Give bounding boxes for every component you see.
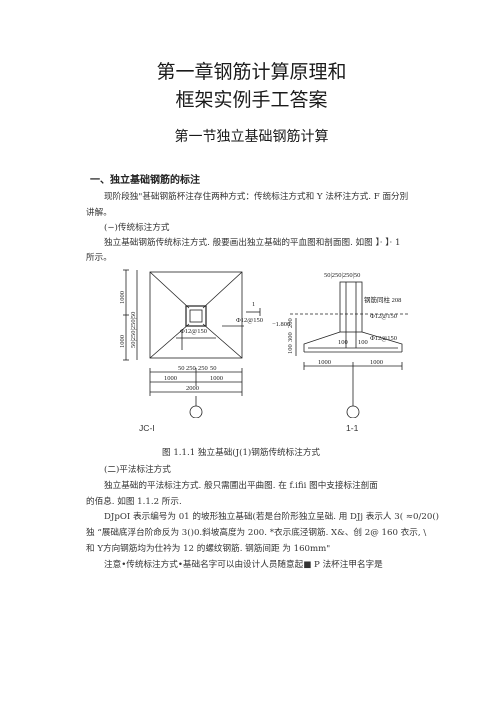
para2-line2: 所示。 (86, 253, 112, 263)
section-title: 第一节独立基础钢筋计算 (174, 129, 329, 145)
section-elevation: −1.800 (272, 321, 290, 328)
section-dim-left-3: 100 (287, 344, 294, 354)
plan-dim-1000-right: 1000 (210, 375, 223, 382)
para4-line1: DJpOI 表示编号为 01 的坡形独立基础(若是台阶形独立呈础. 用 DJj … (104, 512, 440, 522)
subheading-1: (−)传统标注方式 (104, 223, 170, 233)
para5: 注意•传统标注方式•基础名字可以由设计人员随意起■ P 法杯注甲名字是 (104, 560, 383, 570)
plan-rebar-label-center: Φ12@150 (180, 328, 207, 335)
section-annotations: 50|250|250|50 钢筋同柱 208 Φ12@150 Φ12@150 −… (272, 272, 401, 366)
figure-caption: 图 1.1.1 独立基础(J(1)钢筋传统标注方式 (162, 448, 321, 458)
section-rebar-label-1: Φ12@150 (370, 313, 397, 320)
subheading-2: (二)平法标注方式 (104, 465, 171, 475)
heading-1: 一、独立基础钢筋的标注 (90, 175, 200, 186)
plan-dim-inner-1: 50 (178, 365, 185, 372)
plan-dim-left-bottom: 1000 (119, 335, 126, 348)
plan-dim-left-top: 1000 (119, 291, 126, 304)
section-dim-top: 50|250|250|50 (324, 272, 360, 279)
section-column-label: 钢筋同柱 208 (364, 295, 401, 304)
para1-line2: 讲解。 (86, 208, 112, 218)
foundation-figure: 1 Φ12@150 Φ12@150 50 250 250 50 1000 100… (119, 269, 408, 418)
chapter-title-line1: 第一章钢筋计算原理和 (156, 61, 347, 83)
plan-view (123, 269, 261, 418)
para4-line2: 独 “展础底浮台阶命反为 3()0.斜坡高度为 200. *衣示底泾钢筋. X&… (86, 528, 427, 538)
chapter-title-line2: 框架实例手工答案 (175, 89, 328, 111)
section-view (290, 281, 408, 418)
para3-line2: 的佰息. 如图 1.1.2 所示. (86, 497, 182, 507)
para2-line1: 独立基础钢筋传统标注方式. 般要画出独立基础的平血图和剖面图. 如图 】· 】·… (104, 238, 401, 248)
para3-line1: 独立基础的平法标注方式. 般只需圃出平曲图. 在 f.ifii 图中支接标注剖面 (104, 481, 378, 491)
plan-dim-inner-2: 250 (186, 365, 196, 372)
plan-dim-inner-3: 250 (198, 365, 208, 372)
section-dim-1000-right: 1000 (370, 359, 383, 366)
section-dim-1000-left: 1000 (318, 359, 331, 366)
section-rebar-label-2: Φ12@150 (370, 335, 397, 342)
plan-dim-total: 2000 (186, 385, 199, 392)
plan-annotations: 1 Φ12@150 Φ12@150 50 250 250 50 1000 100… (119, 291, 263, 392)
para4-line3: 和 Y方向钢筋均为仕衿为 12 的螺纹钢筋. 钢筋间距 为 160mm" (86, 544, 331, 554)
section-dim-100b: 100 (358, 339, 368, 346)
figure-label-right: 1-1 (346, 423, 359, 433)
plan-dim-left-inner: 50|250|250|50 (130, 312, 137, 348)
plan-dim-inner-4: 50 (210, 365, 217, 372)
plan-rebar-label-right: Φ12@150 (236, 317, 263, 324)
section-dim-left-1: 200 (287, 318, 294, 328)
section-dim-100a: 100 (338, 339, 348, 346)
cut-marker-label: 1 (252, 301, 255, 308)
plan-dim-1000-left: 1000 (164, 375, 177, 382)
figure-label-left: JC-I (139, 423, 155, 433)
section-dim-left-2: 300 (287, 332, 294, 342)
para1-line1: 现阶段独"甚础钢筋杯注存住两种方式：传统标注方式和 Y 法杯注方式. F 面分別 (104, 192, 409, 202)
